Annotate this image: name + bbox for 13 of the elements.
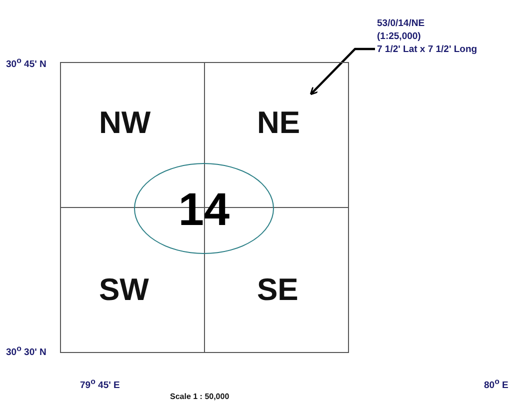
latitude-label: 30$^{o}$ 45' N	[6, 56, 46, 70]
callout-line: (1:25,000)	[377, 30, 421, 42]
latitude-label: 30$^{o}$ 30' N	[6, 344, 46, 358]
callout-line: 7 1/2' Lat x 7 1/2' Long	[377, 42, 478, 56]
leader-arrow	[310, 48, 375, 96]
quadrant-label: SE	[257, 272, 298, 308]
quadrant-label: NW	[99, 105, 151, 141]
callout-line: 53/0/14/NE	[377, 16, 425, 30]
longitude-label: 80$^{o}$ E	[484, 377, 508, 392]
quadrant-label: NE	[257, 105, 300, 141]
longitude-label: 79$^{o}$ 45' E	[80, 377, 120, 392]
scale-label: Scale 1 : 50,000	[170, 392, 230, 401]
quadrant-label: SW	[99, 272, 149, 308]
